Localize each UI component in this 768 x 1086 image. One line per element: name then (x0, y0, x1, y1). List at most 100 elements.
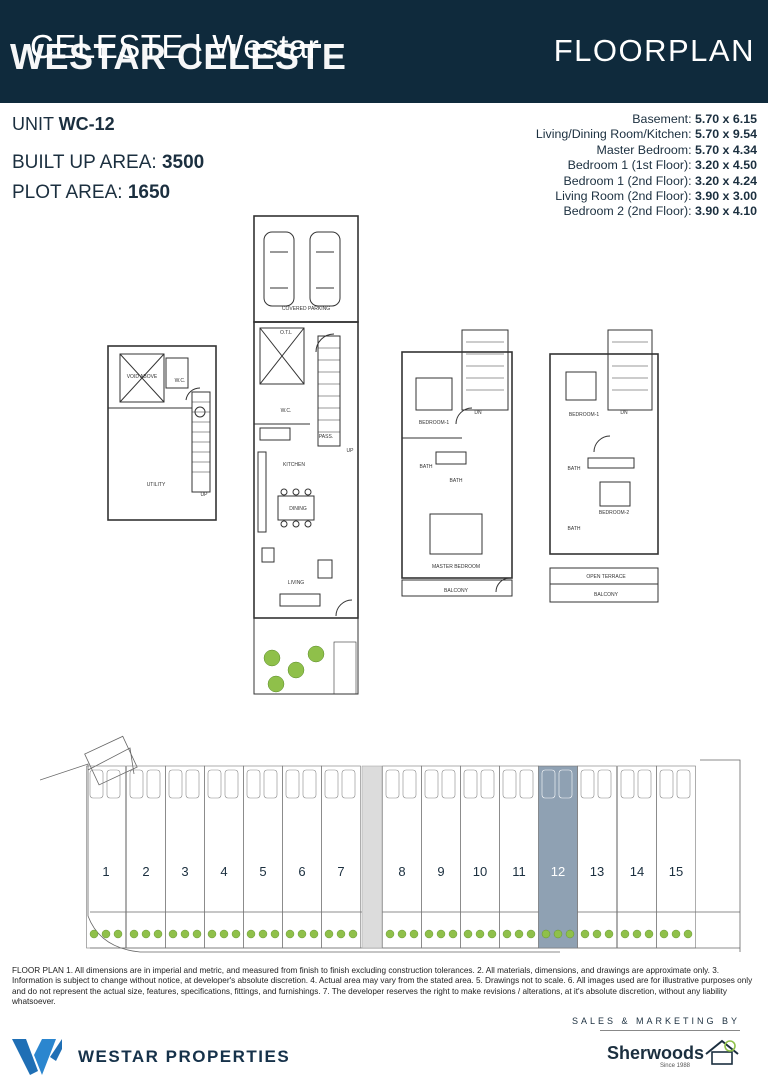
label-pass: PASS. (319, 434, 333, 440)
disclaimer-text: FLOOR PLAN 1. All dimensions are in impe… (12, 966, 753, 1007)
tree-icon (219, 929, 229, 939)
label-master-bedroom: MASTER BEDROOM (432, 564, 480, 570)
plot-area: PLOT AREA: 1650 (12, 182, 170, 204)
built-up-area-label: BUILT UP AREA: (12, 152, 162, 173)
garden-trees (263, 645, 325, 693)
car-bay-icon (207, 769, 222, 799)
basement-plan (107, 345, 217, 521)
tree-icon (475, 929, 485, 939)
label-bedroom1: BEDROOM-1 (419, 420, 450, 426)
car-bay-icon (285, 769, 300, 799)
tree-icon (153, 929, 163, 939)
site-unit (126, 765, 166, 949)
tree-icon (180, 929, 190, 939)
tree-icon (231, 929, 241, 939)
site-unit-number: 7 (337, 864, 344, 879)
tree-icon (553, 929, 563, 939)
site-unit-number: 3 (181, 864, 188, 879)
label-kitchen: KITCHEN (283, 462, 305, 468)
tree-icon (168, 929, 178, 939)
house-icon (705, 1039, 739, 1065)
site-unit (382, 765, 422, 949)
car-bay-icon (341, 769, 356, 799)
tree-icon (270, 929, 280, 939)
tree-icon (397, 929, 407, 939)
tree-icon (113, 929, 123, 939)
site-unit-number: 5 (259, 864, 266, 879)
site-unit-number: 4 (220, 864, 227, 879)
car-bay-icon (519, 769, 534, 799)
site-outline (40, 735, 741, 953)
room-dimensions-list: Basement: 5.70 x 6.15 Living/Dining Room… (536, 112, 757, 220)
label-bath-upper: BATH (568, 466, 581, 472)
tree-icon (580, 929, 590, 939)
label-otl: O.T.L (280, 330, 292, 336)
tree-icon (514, 929, 524, 939)
room-name: Master Bedroom: (596, 142, 695, 157)
brand-back-text: CELESTE | Westar (30, 28, 320, 65)
label-balcony-upper: BALCONY (594, 592, 619, 598)
label-open-terrace: OPEN TERRACE (586, 574, 626, 580)
room-size: 3.20 x 4.24 (694, 173, 757, 188)
tree-icon (129, 929, 139, 939)
tree-icon (448, 929, 458, 939)
room-name: Bedroom 1 (1st Floor): (567, 158, 695, 173)
label-bath-upper-2: BATH (568, 526, 581, 532)
label-balcony: BALCONY (444, 588, 469, 594)
tree-icon (659, 929, 669, 939)
site-unit (165, 765, 205, 949)
site-unit (421, 765, 461, 949)
site-unit (577, 765, 617, 949)
plot-area-label: PLOT AREA: (12, 182, 128, 203)
tree-icon (487, 929, 497, 939)
header-banner: CELESTE | Westar WESTAR CELESTE FLOORPLA… (0, 0, 768, 103)
car-bay-icon (324, 769, 339, 799)
room-size: 5.70 x 4.34 (694, 142, 757, 157)
room-name: Bedroom 2 (2nd Floor): (563, 204, 695, 219)
car-bay-icon (541, 769, 556, 799)
label-bedroom2: BEDROOM-2 (599, 510, 630, 516)
site-unit-number: 12 (551, 864, 565, 879)
car-bay-icon (463, 769, 478, 799)
car-bay-icon (580, 769, 595, 799)
label-basement-wc: W.C. (175, 378, 186, 384)
floor-plan-drawings: COVERED PARKING O.T.L W.C. PASS. KITCHEN… (107, 215, 659, 695)
tree-icon (336, 929, 346, 939)
label-dn: DN (474, 410, 482, 416)
site-unit-number: 15 (669, 864, 683, 879)
site-unit (617, 765, 657, 949)
room-size: 3.90 x 4.10 (694, 204, 757, 219)
site-unit (204, 765, 244, 949)
dimension-row: Bedroom 1 (2nd Floor): 3.20 x 4.24 (536, 174, 757, 189)
westar-logo: WESTAR PROPERTIES (12, 1037, 302, 1077)
car-bay-icon (558, 769, 573, 799)
tree-icon (565, 929, 575, 939)
room-size: 3.90 x 3.00 (694, 189, 757, 204)
site-unit (86, 765, 126, 949)
car-bay-icon (106, 769, 121, 799)
westar-logo-text: WESTAR PROPERTIES (78, 1047, 291, 1066)
label-covered-parking: COVERED PARKING (282, 306, 330, 312)
plot-area-value: 1650 (127, 182, 171, 203)
dimension-row: Bedroom 2 (2nd Floor): 3.90 x 4.10 (536, 204, 757, 219)
label-bedroom1-upper: BEDROOM-1 (569, 412, 600, 418)
site-unit-number: 13 (590, 864, 604, 879)
tree-icon (324, 929, 334, 939)
site-unit-number: 11 (512, 864, 526, 879)
sales-marketing-label: SALES & MARKETING BY (571, 1016, 740, 1026)
built-up-area-value: 3500 (161, 152, 205, 173)
sherwoods-since-text: Since 1988 (659, 1063, 690, 1069)
site-unit (656, 765, 696, 949)
tree-icon (207, 929, 217, 939)
label-living: LIVING (288, 580, 305, 586)
ground-floor-plan (253, 215, 359, 695)
label-dn-upper: DN (620, 410, 628, 416)
dimension-row: Living/Dining Room/Kitchen: 5.70 x 9.54 (536, 127, 757, 142)
site-unit-number: 1 (102, 864, 109, 879)
site-unit-number: 14 (630, 864, 644, 879)
tree-icon (526, 929, 536, 939)
room-size: 5.70 x 9.54 (694, 127, 757, 142)
car-bay-icon (224, 769, 239, 799)
dimension-row: Master Bedroom: 5.70 x 4.34 (536, 142, 758, 158)
car-bay-icon (168, 769, 183, 799)
